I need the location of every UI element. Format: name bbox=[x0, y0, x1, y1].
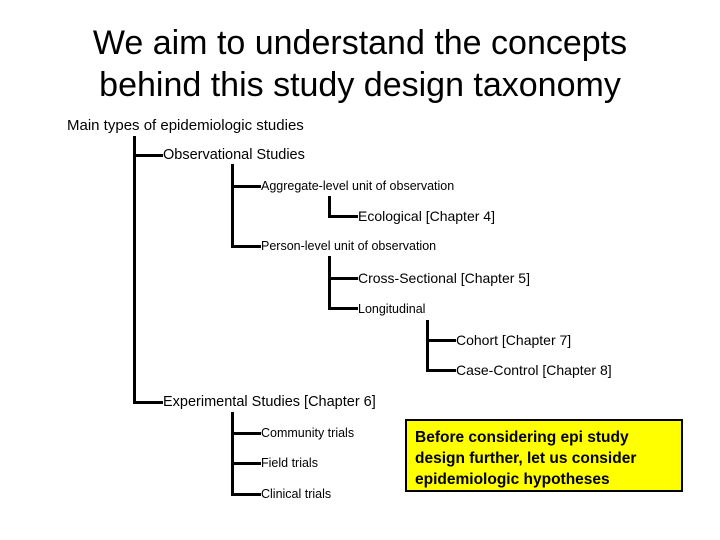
connector-person-vertical bbox=[328, 256, 331, 309]
slide-title: We aim to understand the concepts behind… bbox=[0, 22, 720, 106]
node-person-level: Person-level unit of observation bbox=[261, 239, 437, 253]
connector-community bbox=[231, 432, 261, 435]
node-community-trials: Community trials bbox=[261, 426, 355, 440]
connector-experimental-vertical bbox=[231, 412, 234, 496]
connector-aggregate-vertical bbox=[328, 196, 331, 218]
node-longitudinal: Longitudinal bbox=[358, 302, 426, 316]
node-cohort: Cohort [Chapter 7] bbox=[456, 332, 572, 348]
node-observational-studies: Observational Studies bbox=[163, 147, 305, 163]
slide-title-line-1: We aim to understand the concepts bbox=[92, 24, 628, 62]
connector-field bbox=[231, 462, 261, 465]
tree-root-label: Main types of epidemiologic studies bbox=[67, 117, 304, 134]
node-experimental-studies: Experimental Studies [Chapter 6] bbox=[163, 394, 376, 410]
connector-experimental bbox=[133, 401, 163, 404]
connector-ecological bbox=[328, 215, 358, 218]
node-cross-sectional: Cross-Sectional [Chapter 5] bbox=[358, 270, 530, 286]
hypotheses-callout: Before considering epi study design furt… bbox=[405, 419, 683, 492]
node-clinical-trials: Clinical trials bbox=[261, 487, 332, 501]
connector-clinical bbox=[231, 493, 261, 496]
connector-cohort bbox=[426, 339, 456, 342]
connector-longitudinal bbox=[328, 307, 358, 310]
node-field-trials: Field trials bbox=[261, 456, 318, 470]
node-case-control: Case-Control [Chapter 8] bbox=[456, 362, 612, 378]
connector-root-vertical bbox=[133, 136, 136, 404]
connector-aggregate bbox=[231, 185, 261, 188]
connector-case-control bbox=[426, 369, 456, 372]
connector-observational-vertical bbox=[231, 164, 234, 247]
slide-title-line-2: behind this study design taxonomy bbox=[99, 66, 621, 104]
node-ecological: Ecological [Chapter 4] bbox=[358, 208, 495, 224]
connector-observational bbox=[133, 154, 163, 157]
node-aggregate-level: Aggregate-level unit of observation bbox=[261, 179, 455, 193]
connector-cross-sectional bbox=[328, 277, 358, 280]
connector-person bbox=[231, 245, 261, 248]
connector-longitudinal-vertical bbox=[426, 320, 429, 372]
